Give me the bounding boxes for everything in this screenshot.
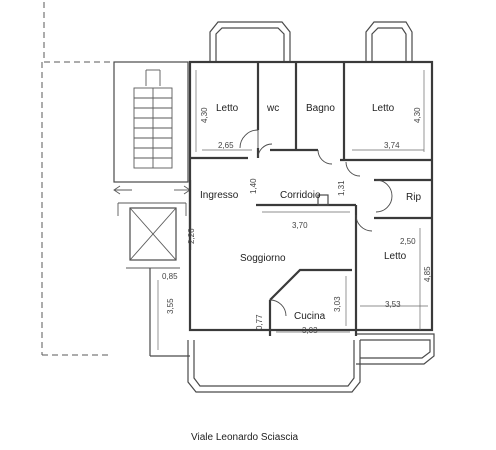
room-label-letto-top-right: Letto bbox=[372, 103, 395, 114]
dim-letto-tl-height: 4,30 bbox=[200, 107, 209, 123]
room-label-corridoio: Corridoio bbox=[280, 190, 321, 201]
room-label-letto-bottom-right: Letto bbox=[384, 251, 407, 262]
dim-ingresso-height: 1,40 bbox=[249, 178, 258, 194]
dim-soggiorno-upper-height: 2,26 bbox=[187, 228, 196, 244]
stairwell bbox=[113, 61, 191, 269]
dimension-lines bbox=[157, 70, 428, 350]
dim-letto-br-height: 4,85 bbox=[423, 266, 432, 282]
dim-cucina-height: 3,03 bbox=[333, 296, 342, 312]
room-labels: Letto wc Bagno Letto Ingresso Corridoio … bbox=[200, 103, 421, 322]
room-label-soggiorno: Soggiorno bbox=[240, 253, 286, 264]
dimension-labels: 4,30 2,65 4,30 3,74 1,40 1,31 3,70 2,26 … bbox=[162, 107, 432, 335]
street-label: Viale Leonardo Sciascia bbox=[191, 432, 299, 443]
dim-letto-tl-width: 2,65 bbox=[218, 141, 234, 150]
dim-corridoio-height: 1,31 bbox=[337, 180, 346, 196]
neighbour-outline bbox=[41, 2, 112, 356]
dim-cucina-width: 3,03 bbox=[302, 326, 318, 335]
room-label-rip: Rip bbox=[406, 192, 421, 203]
room-label-cucina: Cucina bbox=[294, 311, 326, 322]
room-label-letto-top-left: Letto bbox=[216, 103, 239, 114]
walls bbox=[149, 60, 434, 357]
dim-landing-width: 0,85 bbox=[162, 272, 178, 281]
doors bbox=[239, 129, 393, 317]
balcony-bottom bbox=[187, 333, 435, 393]
dim-letto-tr-width: 3,74 bbox=[384, 141, 400, 150]
dim-letto-tr-height: 4,30 bbox=[413, 107, 422, 123]
dim-soggiorno-lower-height: 3,55 bbox=[166, 298, 175, 314]
dim-corridoio-width: 3,70 bbox=[292, 221, 308, 230]
dim-letto-br-width: 3,53 bbox=[385, 300, 401, 309]
room-label-wc: wc bbox=[266, 103, 279, 114]
room-label-bagno: Bagno bbox=[306, 103, 335, 114]
balconies-top bbox=[209, 21, 413, 62]
dim-letto-br-top-width: 2,50 bbox=[400, 237, 416, 246]
room-label-ingresso: Ingresso bbox=[200, 190, 239, 201]
dim-cucina-small: 0,77 bbox=[255, 314, 264, 330]
